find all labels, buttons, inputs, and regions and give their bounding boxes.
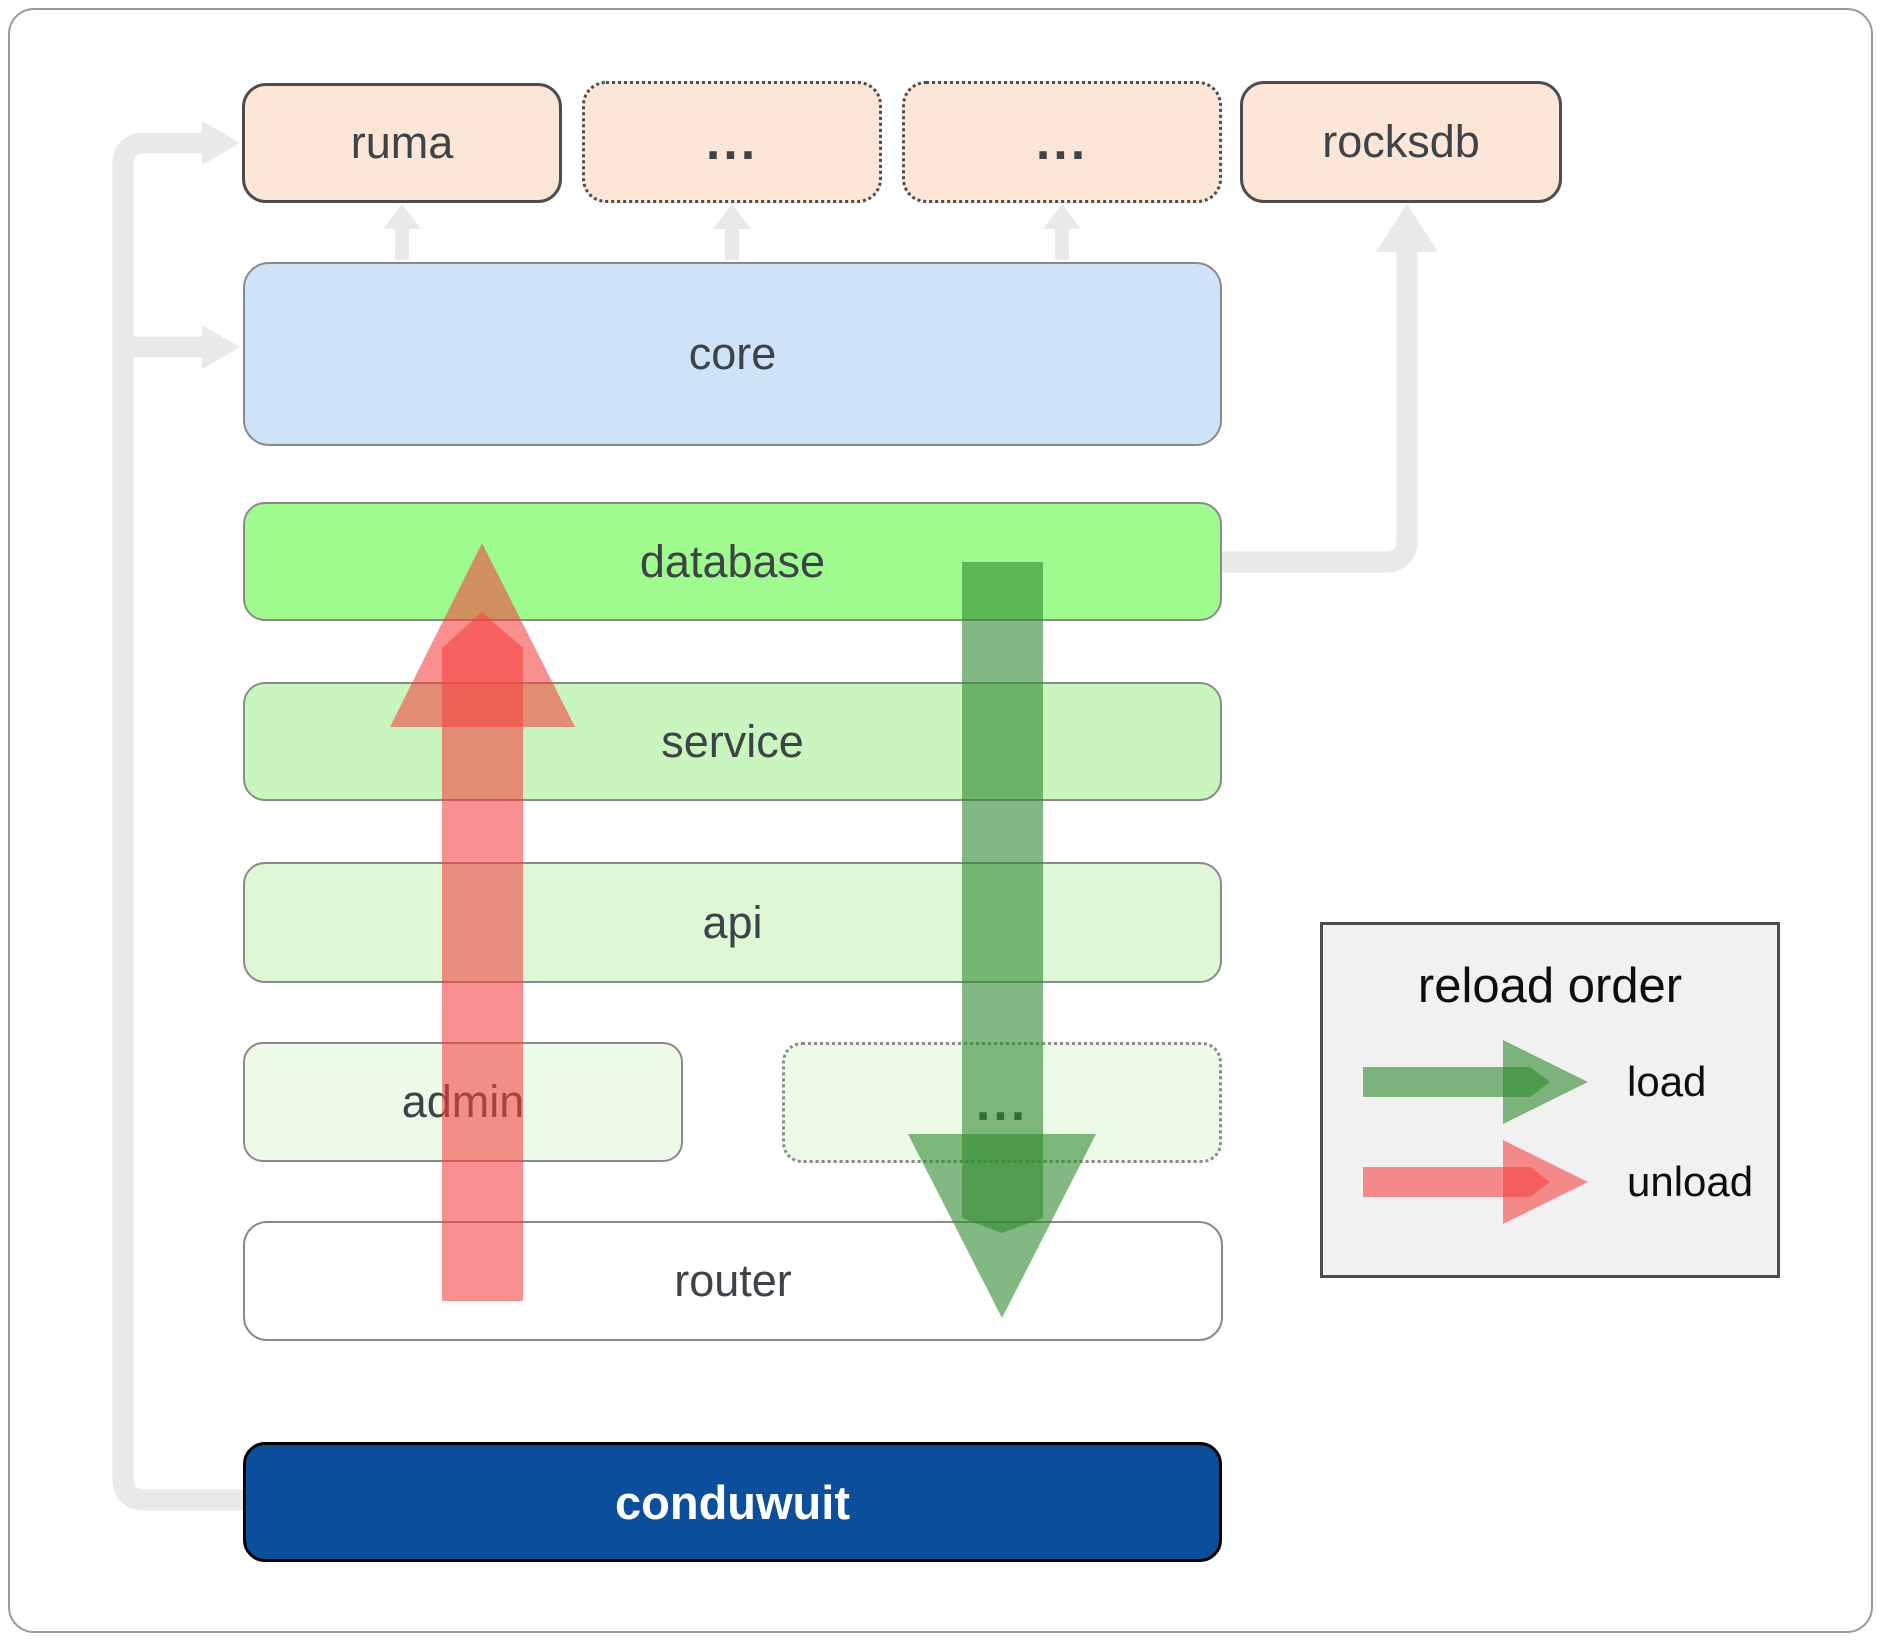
node-rocksdb: rocksdb <box>1240 81 1562 203</box>
node-ellipsis-mid: ... <box>782 1042 1222 1163</box>
node-core-label: core <box>688 328 777 379</box>
node-rocksdb-label: rocksdb <box>1322 116 1480 167</box>
node-database: database <box>243 502 1222 621</box>
node-api: api <box>243 862 1222 983</box>
node-service: service <box>243 682 1222 801</box>
outer-frame <box>8 8 1873 1633</box>
node-admin: admin <box>243 1042 683 1162</box>
node-ellipsis-top-2-label: ... <box>1035 113 1089 171</box>
node-router-label: router <box>674 1255 792 1306</box>
node-ruma-label: ruma <box>350 117 454 168</box>
node-ellipsis-top-2: ... <box>902 81 1222 203</box>
node-admin-label: admin <box>401 1076 525 1127</box>
node-ellipsis-top-1: ... <box>582 81 882 203</box>
legend-load-label: load <box>1627 1058 1707 1105</box>
node-api-label: api <box>702 896 763 948</box>
node-core: core <box>243 262 1222 446</box>
node-conduwuit-label: conduwuit <box>615 1475 850 1529</box>
node-ellipsis-top-1-label: ... <box>705 113 759 171</box>
node-ellipsis-mid-label: ... <box>975 1073 1029 1132</box>
node-ruma: ruma <box>242 83 562 203</box>
node-router: router <box>243 1221 1223 1341</box>
legend-unload-label: unload <box>1627 1158 1754 1205</box>
legend-title: reload order <box>1417 959 1683 1013</box>
node-database-label: database <box>639 535 826 587</box>
node-service-label: service <box>661 715 804 767</box>
node-conduwuit: conduwuit <box>243 1442 1222 1562</box>
